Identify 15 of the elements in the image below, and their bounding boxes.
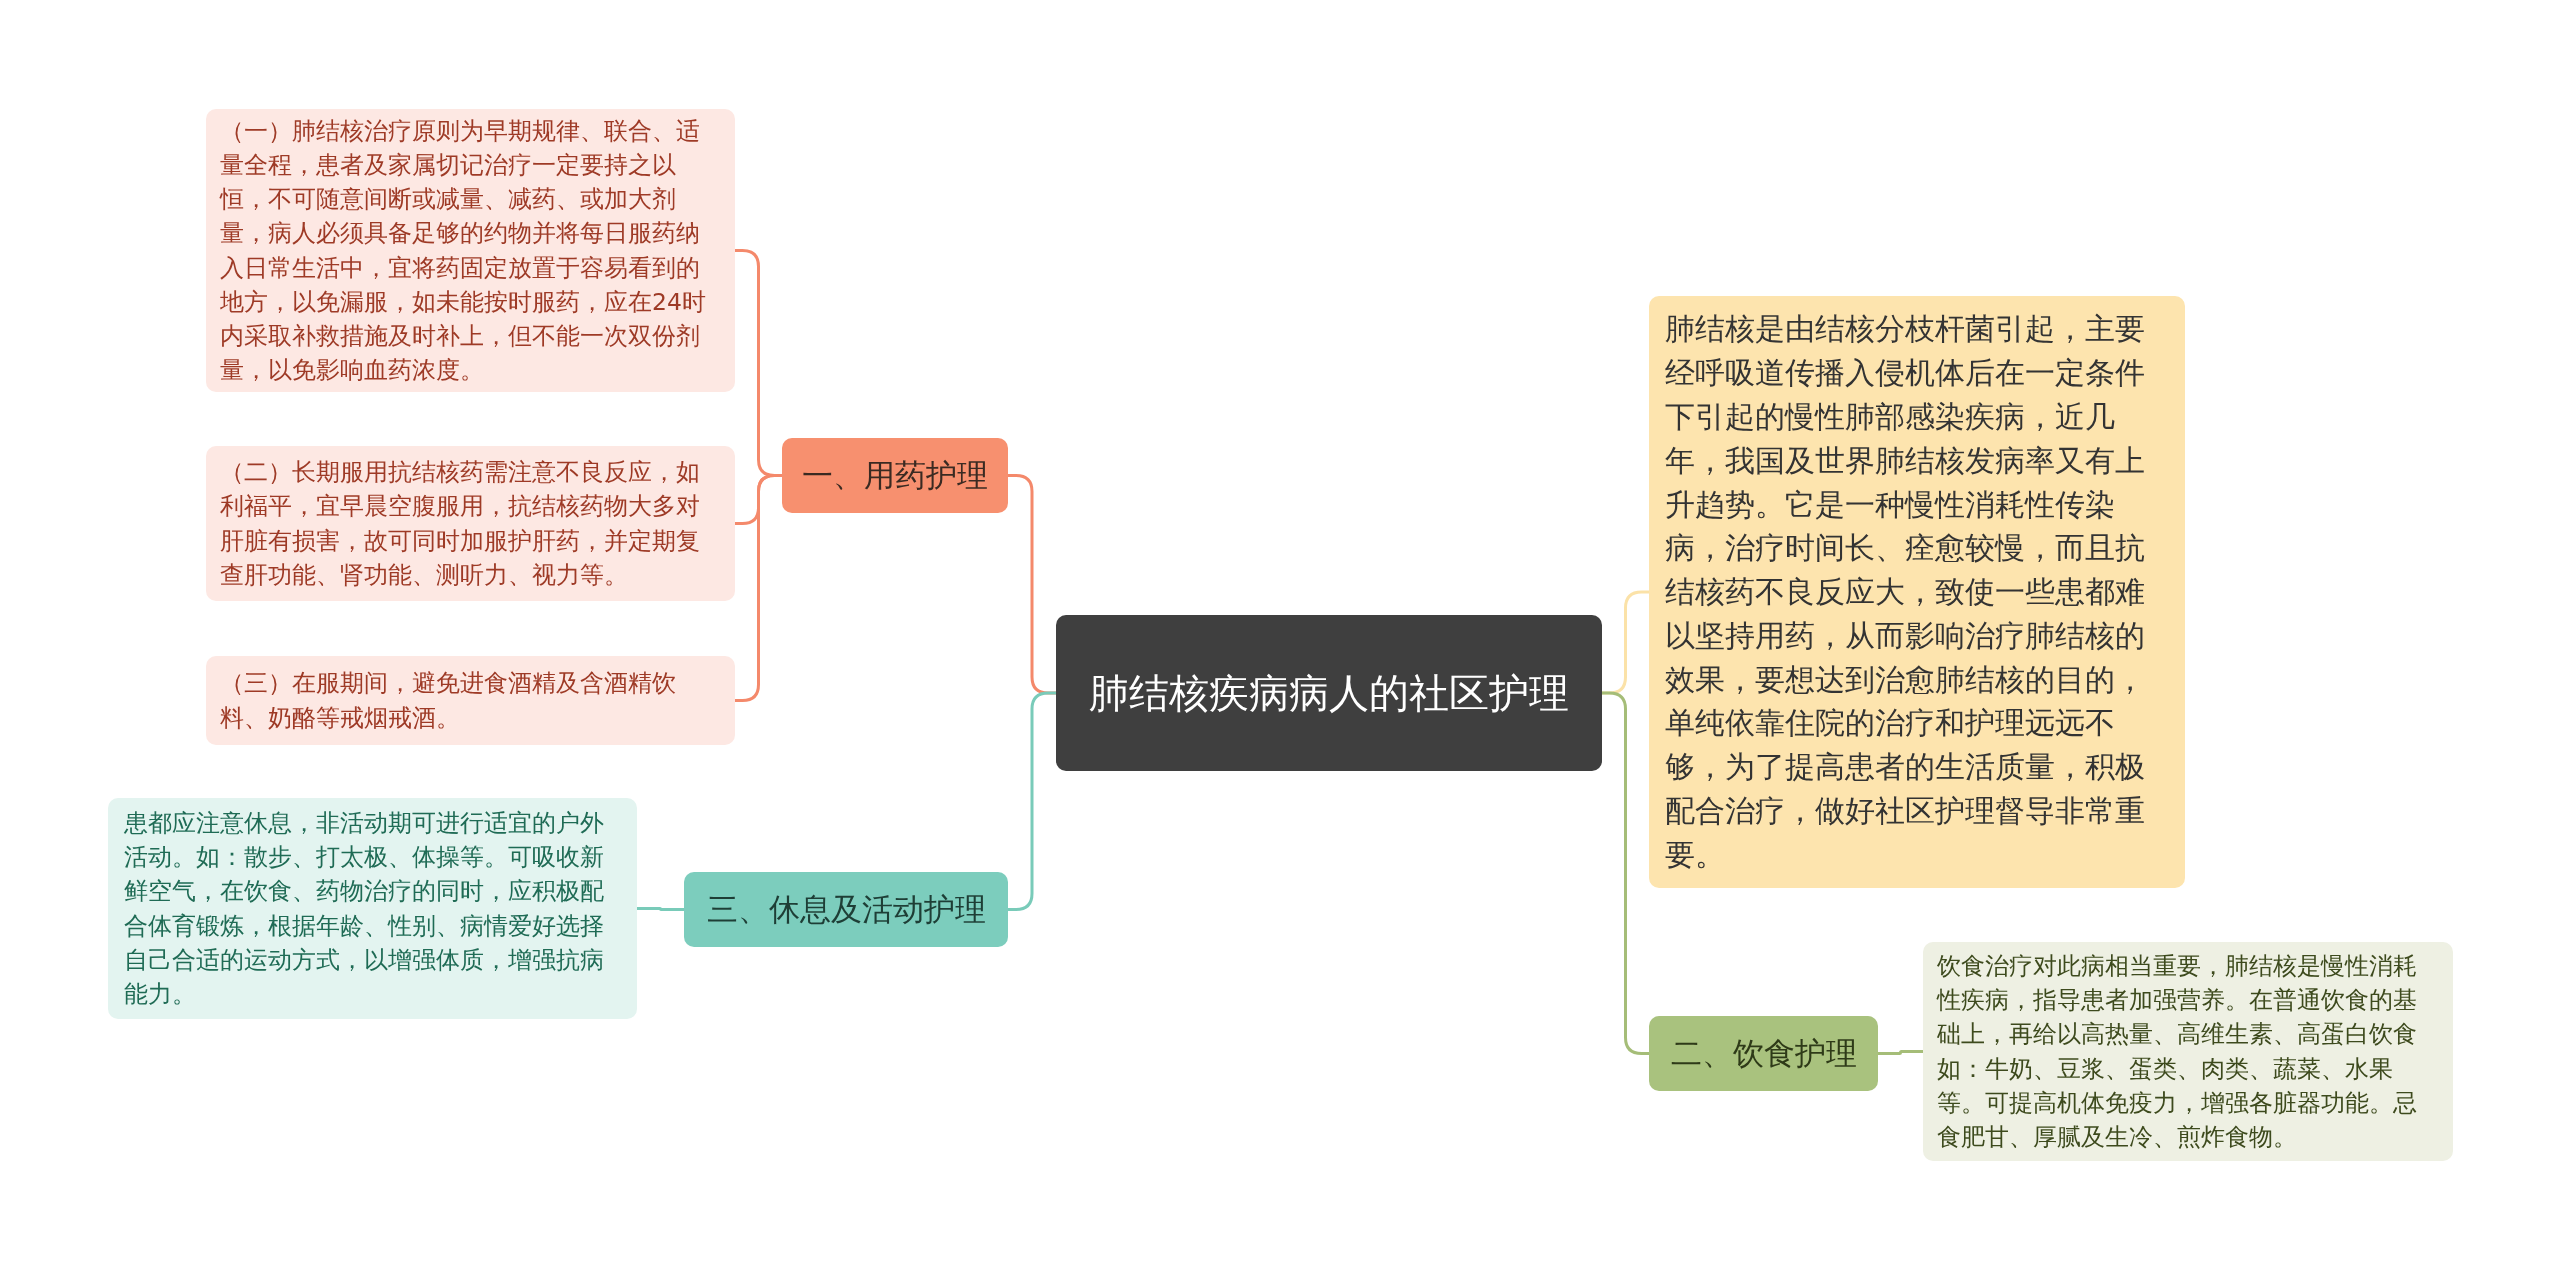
connector-line: [637, 907, 684, 911]
central-topic-box: 肺结核疾病病人的社区护理: [1056, 615, 1602, 771]
detail-box: （一）肺结核治疗原则为早期规律、联合、适量全程，患者及家属切记治疗一定要持之以恒，不可随意间断或减量、减药、或加大剂量，病人必须具备足够的约物并将每日服药纳入日常生活中，宜将药固定放置于容易看到的地方，以免漏服，如未能按时服药，应在24时内采取补救措施及时补上，但不能一次双份剂量，以免影响血药浓度。: [206, 109, 735, 392]
connector-line: [1878, 1050, 1923, 1055]
branch-box: 二、饮食护理: [1649, 1016, 1878, 1091]
detail-box: （二）长期服用抗结核药需注意不良反应，如利福平，宜早晨空腹服用，抗结核药物大多对肝脏有损害，故可同时加服护肝药，并定期复查肝功能、肾功能、测听力、视力等。: [206, 446, 735, 601]
connector-line: [1602, 691, 1649, 1055]
branch-box: 三、休息及活动护理: [684, 872, 1008, 947]
summary-box: 肺结核是由结核分枝杆菌引起，主要经呼吸道传播入侵机体后在一定条件下引起的慢性肺部感染疾病，近几年，我国及世界肺结核发病率又有上升趋势。它是一种慢性消耗性传染病，治疗时间长、痊愈较慢，而且抗结核药不良反应大，致使一些患都难以坚持用药，从而影响治疗肺结核的效果，要想达到治愈肺结核的目的，单纯依靠住院的治疗和护理远远不够，为了提高患者的生活质量，积极配合治疗，做好社区护理督导非常重要。: [1649, 296, 2185, 888]
detail-box: （三）在服期间，避免进食酒精及含酒精饮料、奶酪等戒烟戒酒。: [206, 656, 735, 745]
connector-line: [735, 474, 782, 702]
detail-box: 患都应注意休息，非活动期可进行适宜的户外活动。如：散步、打太极、体操等。可吸收新鲜空气，在饮食、药物治疗的同时，应积极配合体育锻炼，根据年龄、性别、病情爱好选择自己合适的运动方式，以增强体质，增强抗病能力。: [108, 798, 637, 1019]
connector-line: [1008, 691, 1056, 911]
detail-box: 饮食治疗对此病相当重要，肺结核是慢性消耗性疾病，指导患者加强营养。在普通饮食的基础上，再给以高热量、高维生素、高蛋白饮食如：牛奶、豆浆、蛋类、肉类、蔬菜、水果等。可提高机体免疫力，增强各脏器功能。忌食肥甘、厚腻及生冷、煎炸食物。: [1923, 942, 2453, 1161]
branch-box: 一、用药护理: [782, 438, 1008, 513]
